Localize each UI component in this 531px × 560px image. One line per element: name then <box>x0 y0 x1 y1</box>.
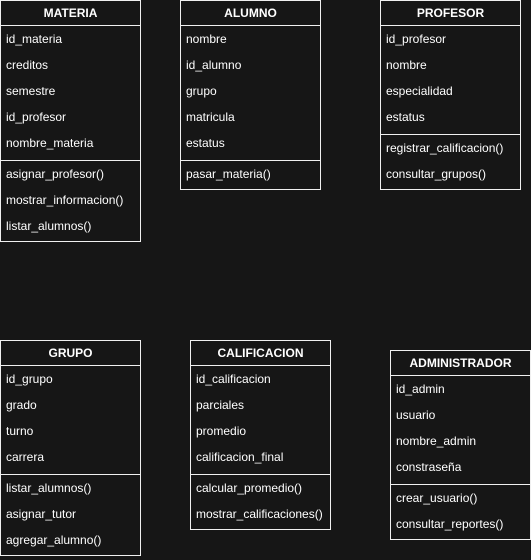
class-grupo[interactable]: GRUPO id_grupo grado turno carrera lista… <box>0 340 141 556</box>
attribute: carrera <box>6 450 45 464</box>
class-calificacion[interactable]: CALIFICACION id_calificacion parciales p… <box>190 340 331 530</box>
class-title-grupo: GRUPO <box>1 341 140 366</box>
methods-section: pasar_materia() <box>181 161 320 187</box>
attribute: nombre_admin <box>396 434 477 448</box>
class-administrador[interactable]: ADMINISTRADOR id_admin usuario nombre_ad… <box>390 350 531 540</box>
attribute: id_profesor <box>6 110 67 124</box>
method: consultar_reportes() <box>396 517 504 531</box>
class-title-alumno: ALUMNO <box>181 1 320 26</box>
method: pasar_materia() <box>186 167 271 181</box>
attribute: nombre_materia <box>6 136 94 150</box>
attribute: id_grupo <box>6 372 53 386</box>
method: calcular_promedio() <box>196 481 303 495</box>
attribute: promedio <box>196 424 247 438</box>
method: mostrar_calificaciones() <box>196 507 323 521</box>
attribute: nombre <box>386 58 427 72</box>
methods-section: calcular_promedio() mostrar_calificacion… <box>191 475 330 527</box>
class-title-calificacion: CALIFICACION <box>191 341 330 366</box>
attributes-section: id_admin usuario nombre_admin constraseñ… <box>391 376 530 485</box>
method: listar_alumnos() <box>6 219 92 233</box>
method: mostrar_informacion() <box>6 193 124 207</box>
attributes-section: id_materia creditos semestre id_profesor… <box>1 26 140 161</box>
attribute: calificacion_final <box>196 450 284 464</box>
class-title-administrador: ADMINISTRADOR <box>391 351 530 376</box>
attribute: semestre <box>6 84 56 98</box>
attribute: id_profesor <box>386 32 447 46</box>
attribute: constraseña <box>396 460 462 474</box>
methods-section: crear_usuario() consultar_reportes() <box>391 485 530 537</box>
class-title-materia: MATERIA <box>1 1 140 26</box>
attribute: estatus <box>186 136 225 150</box>
attributes-section: id_calificacion parciales promedio calif… <box>191 366 330 475</box>
method: registrar_calificacion() <box>386 141 504 155</box>
method: asignar_profesor() <box>6 167 105 181</box>
attributes-section: id_grupo grado turno carrera <box>1 366 140 475</box>
attribute: grado <box>6 398 37 412</box>
attribute: grupo <box>186 84 217 98</box>
attribute: id_admin <box>396 382 445 396</box>
attribute: creditos <box>6 58 49 72</box>
attribute: id_materia <box>6 32 63 46</box>
attribute: id_calificacion <box>196 372 271 386</box>
class-alumno[interactable]: ALUMNO nombre id_alumno grupo matricula … <box>180 0 321 190</box>
attribute: parciales <box>196 398 245 412</box>
attribute: nombre <box>186 32 227 46</box>
attribute: estatus <box>386 110 425 124</box>
methods-section: listar_alumnos() asignar_tutor agregar_a… <box>1 475 140 553</box>
attribute: id_alumno <box>186 58 242 72</box>
attribute: especialidad <box>386 84 453 98</box>
attribute: usuario <box>396 408 436 422</box>
attributes-section: id_profesor nombre especialidad estatus <box>381 26 520 135</box>
methods-section: registrar_calificacion() consultar_grupo… <box>381 135 520 187</box>
methods-section: asignar_profesor() mostrar_informacion()… <box>1 161 140 239</box>
class-title-profesor: PROFESOR <box>381 1 520 26</box>
method: asignar_tutor <box>6 507 77 521</box>
class-profesor[interactable]: PROFESOR id_profesor nombre especialidad… <box>380 0 521 190</box>
attribute: turno <box>6 424 34 438</box>
method: crear_usuario() <box>396 491 478 505</box>
class-materia[interactable]: MATERIA id_materia creditos semestre id_… <box>0 0 141 242</box>
method: listar_alumnos() <box>6 481 92 495</box>
method: consultar_grupos() <box>386 167 487 181</box>
method: agregar_alumno() <box>6 533 102 547</box>
attribute: matricula <box>186 110 235 124</box>
attributes-section: nombre id_alumno grupo matricula estatus <box>181 26 320 161</box>
